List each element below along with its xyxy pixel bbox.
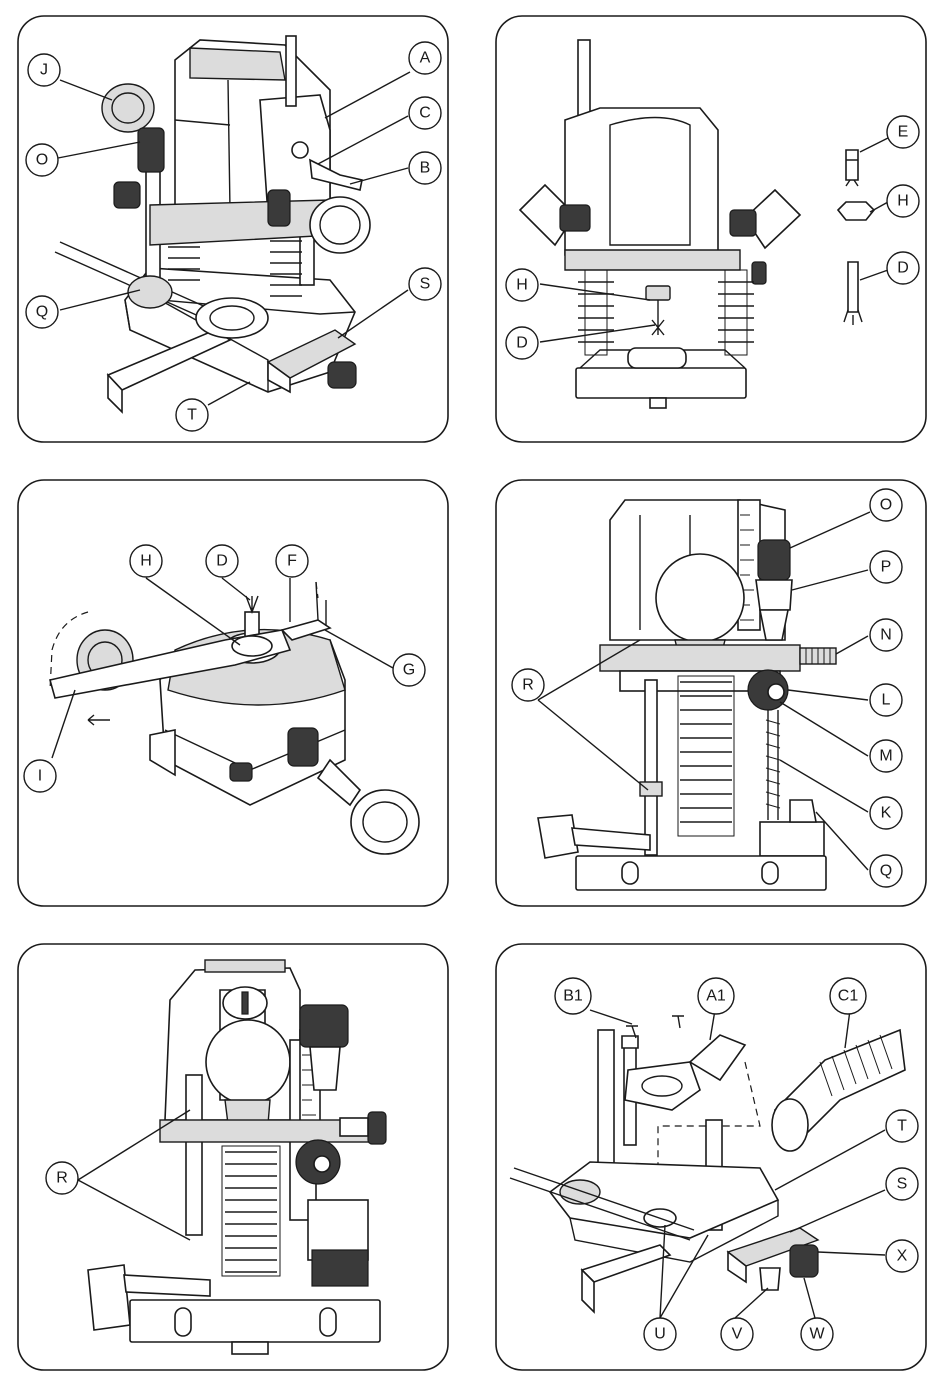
callout-R: R	[512, 669, 544, 701]
callout-A: A	[409, 42, 441, 74]
svg-text:I: I	[38, 768, 42, 785]
svg-text:M: M	[879, 748, 892, 765]
svg-text:D: D	[897, 260, 909, 277]
callout-C: C	[409, 97, 441, 129]
callout-B: B	[409, 152, 441, 184]
callout-H: H	[887, 185, 919, 217]
svg-text:C: C	[419, 105, 431, 122]
callout-C1: C1	[830, 978, 866, 1014]
svg-text:R: R	[56, 1170, 68, 1187]
callout-D-2: D	[506, 327, 538, 359]
svg-text:A: A	[420, 50, 431, 67]
callout-L: L	[870, 684, 902, 716]
callout-Q-4: Q	[870, 855, 902, 887]
svg-text:S: S	[897, 1176, 908, 1193]
svg-text:P: P	[881, 559, 892, 576]
svg-text:H: H	[516, 277, 528, 294]
knob-icon	[102, 84, 154, 132]
figure-4: O P N R L M K Q	[496, 480, 926, 906]
callout-B1: B1	[555, 978, 591, 1014]
svg-text:E: E	[898, 124, 909, 141]
callout-I: I	[24, 760, 56, 792]
svg-text:G: G	[403, 662, 415, 679]
knob-icon	[310, 197, 370, 253]
callout-H-2: H	[506, 269, 538, 301]
callout-X: X	[886, 1240, 918, 1272]
callout-J: J	[28, 54, 60, 86]
svg-text:R: R	[522, 677, 534, 694]
svg-text:U: U	[654, 1326, 666, 1343]
callout-O-4: O	[870, 489, 902, 521]
figure-5: R	[18, 944, 448, 1370]
svg-text:Q: Q	[880, 863, 892, 880]
callout-P: P	[870, 551, 902, 583]
svg-text:F: F	[287, 553, 297, 570]
svg-text:Q: Q	[36, 304, 48, 321]
callout-N: N	[870, 619, 902, 651]
callout-F: F	[276, 545, 308, 577]
svg-text:A1: A1	[706, 988, 726, 1005]
svg-text:W: W	[809, 1326, 825, 1343]
callout-M: M	[870, 740, 902, 772]
callout-R-5: R	[46, 1162, 78, 1194]
svg-text:V: V	[732, 1326, 743, 1343]
callout-G: G	[393, 654, 425, 686]
svg-text:L: L	[882, 692, 891, 709]
svg-text:B1: B1	[563, 988, 583, 1005]
svg-text:O: O	[36, 152, 48, 169]
figure-2: E H D H D	[496, 16, 926, 442]
figure-3: H D F G I	[18, 480, 448, 906]
svg-text:X: X	[897, 1248, 908, 1265]
callout-H-3: H	[130, 545, 162, 577]
callout-U: U	[644, 1318, 676, 1350]
knob-icon	[351, 790, 419, 854]
callout-E: E	[887, 116, 919, 148]
callout-A1: A1	[698, 978, 734, 1014]
svg-text:K: K	[881, 805, 892, 822]
figure-1: J O A C B Q S T	[18, 16, 448, 442]
callout-Q: Q	[26, 296, 58, 328]
callout-S-6: S	[886, 1168, 918, 1200]
callout-V: V	[721, 1318, 753, 1350]
callout-D-3: D	[206, 545, 238, 577]
svg-text:H: H	[897, 193, 909, 210]
callout-T-6: T	[886, 1110, 918, 1142]
callout-O: O	[26, 144, 58, 176]
figure-6: B1 A1 C1 T S X U V W	[496, 944, 926, 1370]
callout-W: W	[801, 1318, 833, 1350]
callout-S: S	[409, 268, 441, 300]
svg-text:T: T	[897, 1118, 907, 1135]
svg-text:H: H	[140, 553, 152, 570]
svg-text:D: D	[216, 553, 228, 570]
callout-T: T	[176, 399, 208, 431]
svg-text:O: O	[880, 497, 892, 514]
svg-text:B: B	[420, 160, 431, 177]
svg-text:N: N	[880, 627, 892, 644]
svg-text:C1: C1	[838, 988, 859, 1005]
callout-D: D	[887, 252, 919, 284]
svg-text:T: T	[187, 407, 197, 424]
callout-K: K	[870, 797, 902, 829]
svg-text:J: J	[40, 62, 48, 79]
svg-text:D: D	[516, 335, 528, 352]
svg-text:S: S	[420, 276, 431, 293]
